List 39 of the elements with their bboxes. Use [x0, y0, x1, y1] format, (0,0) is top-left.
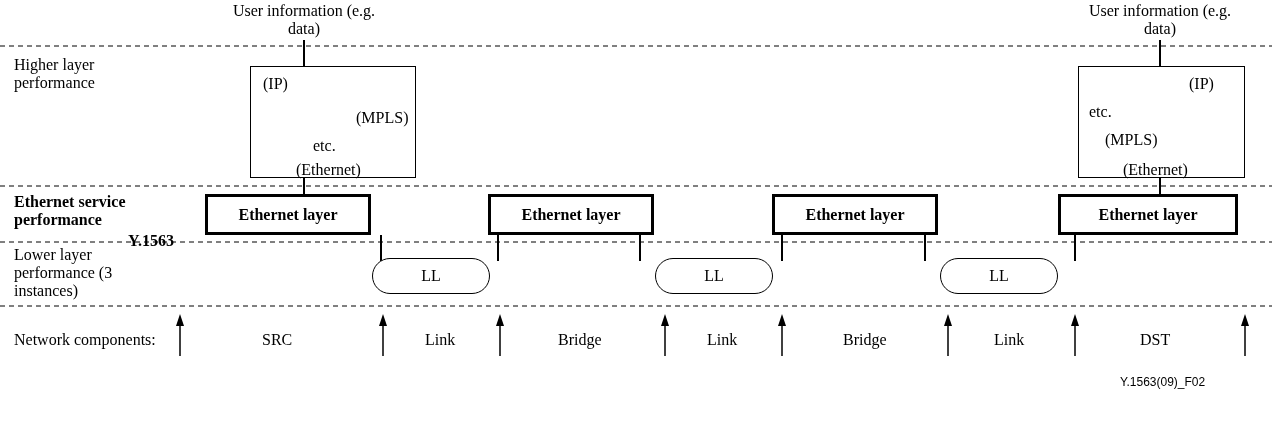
- protocol-box: [1078, 66, 1245, 178]
- connector-line: [303, 177, 305, 195]
- connector-line: [380, 234, 382, 262]
- protocol-label: (MPLS): [1105, 131, 1158, 149]
- standard-label: Y.1563: [128, 232, 176, 250]
- layer-box: Ethernet layer: [772, 194, 938, 235]
- protocol-label: etc.: [313, 137, 336, 155]
- component-label: Link: [994, 331, 1025, 349]
- component-label: DST: [1140, 331, 1171, 349]
- component-label: Bridge: [843, 331, 887, 349]
- connector-line: [303, 39, 305, 67]
- component-label: SRC: [262, 331, 293, 349]
- layer-box: Ethernet layer: [205, 194, 371, 235]
- layer-box: Ethernet layer: [488, 194, 654, 235]
- band-label: Higher layer performance: [14, 56, 96, 92]
- connector-line: [1074, 234, 1076, 262]
- protocol-label: (Ethernet): [296, 161, 361, 179]
- connector-line: [781, 234, 783, 262]
- protocol-box: [250, 66, 416, 178]
- component-label: Bridge: [558, 331, 602, 349]
- protocol-label: (IP): [263, 75, 288, 93]
- component-label: Link: [425, 331, 456, 349]
- protocol-label: (Ethernet): [1123, 161, 1188, 179]
- component-label: Link: [707, 331, 738, 349]
- band-label: Lower layer performance (3 instances): [14, 246, 114, 300]
- figure-id: Y.1563(09)_F02: [1120, 374, 1206, 391]
- connector-line: [639, 234, 641, 262]
- connector-line: [1159, 39, 1161, 67]
- row-label: Network components:: [14, 331, 157, 349]
- protocol-label: (IP): [1189, 75, 1214, 93]
- caption-text: User information (e.g. data): [1080, 2, 1240, 40]
- band-label: Ethernet service performance: [14, 193, 127, 229]
- protocol-label: etc.: [1089, 103, 1112, 121]
- connector-line: [497, 234, 499, 262]
- protocol-label: (MPLS): [356, 109, 409, 127]
- caption-text: User information (e.g. data): [224, 2, 384, 40]
- connector-line: [924, 234, 926, 262]
- connector-line: [1159, 177, 1161, 195]
- layer-box: Ethernet layer: [1058, 194, 1238, 235]
